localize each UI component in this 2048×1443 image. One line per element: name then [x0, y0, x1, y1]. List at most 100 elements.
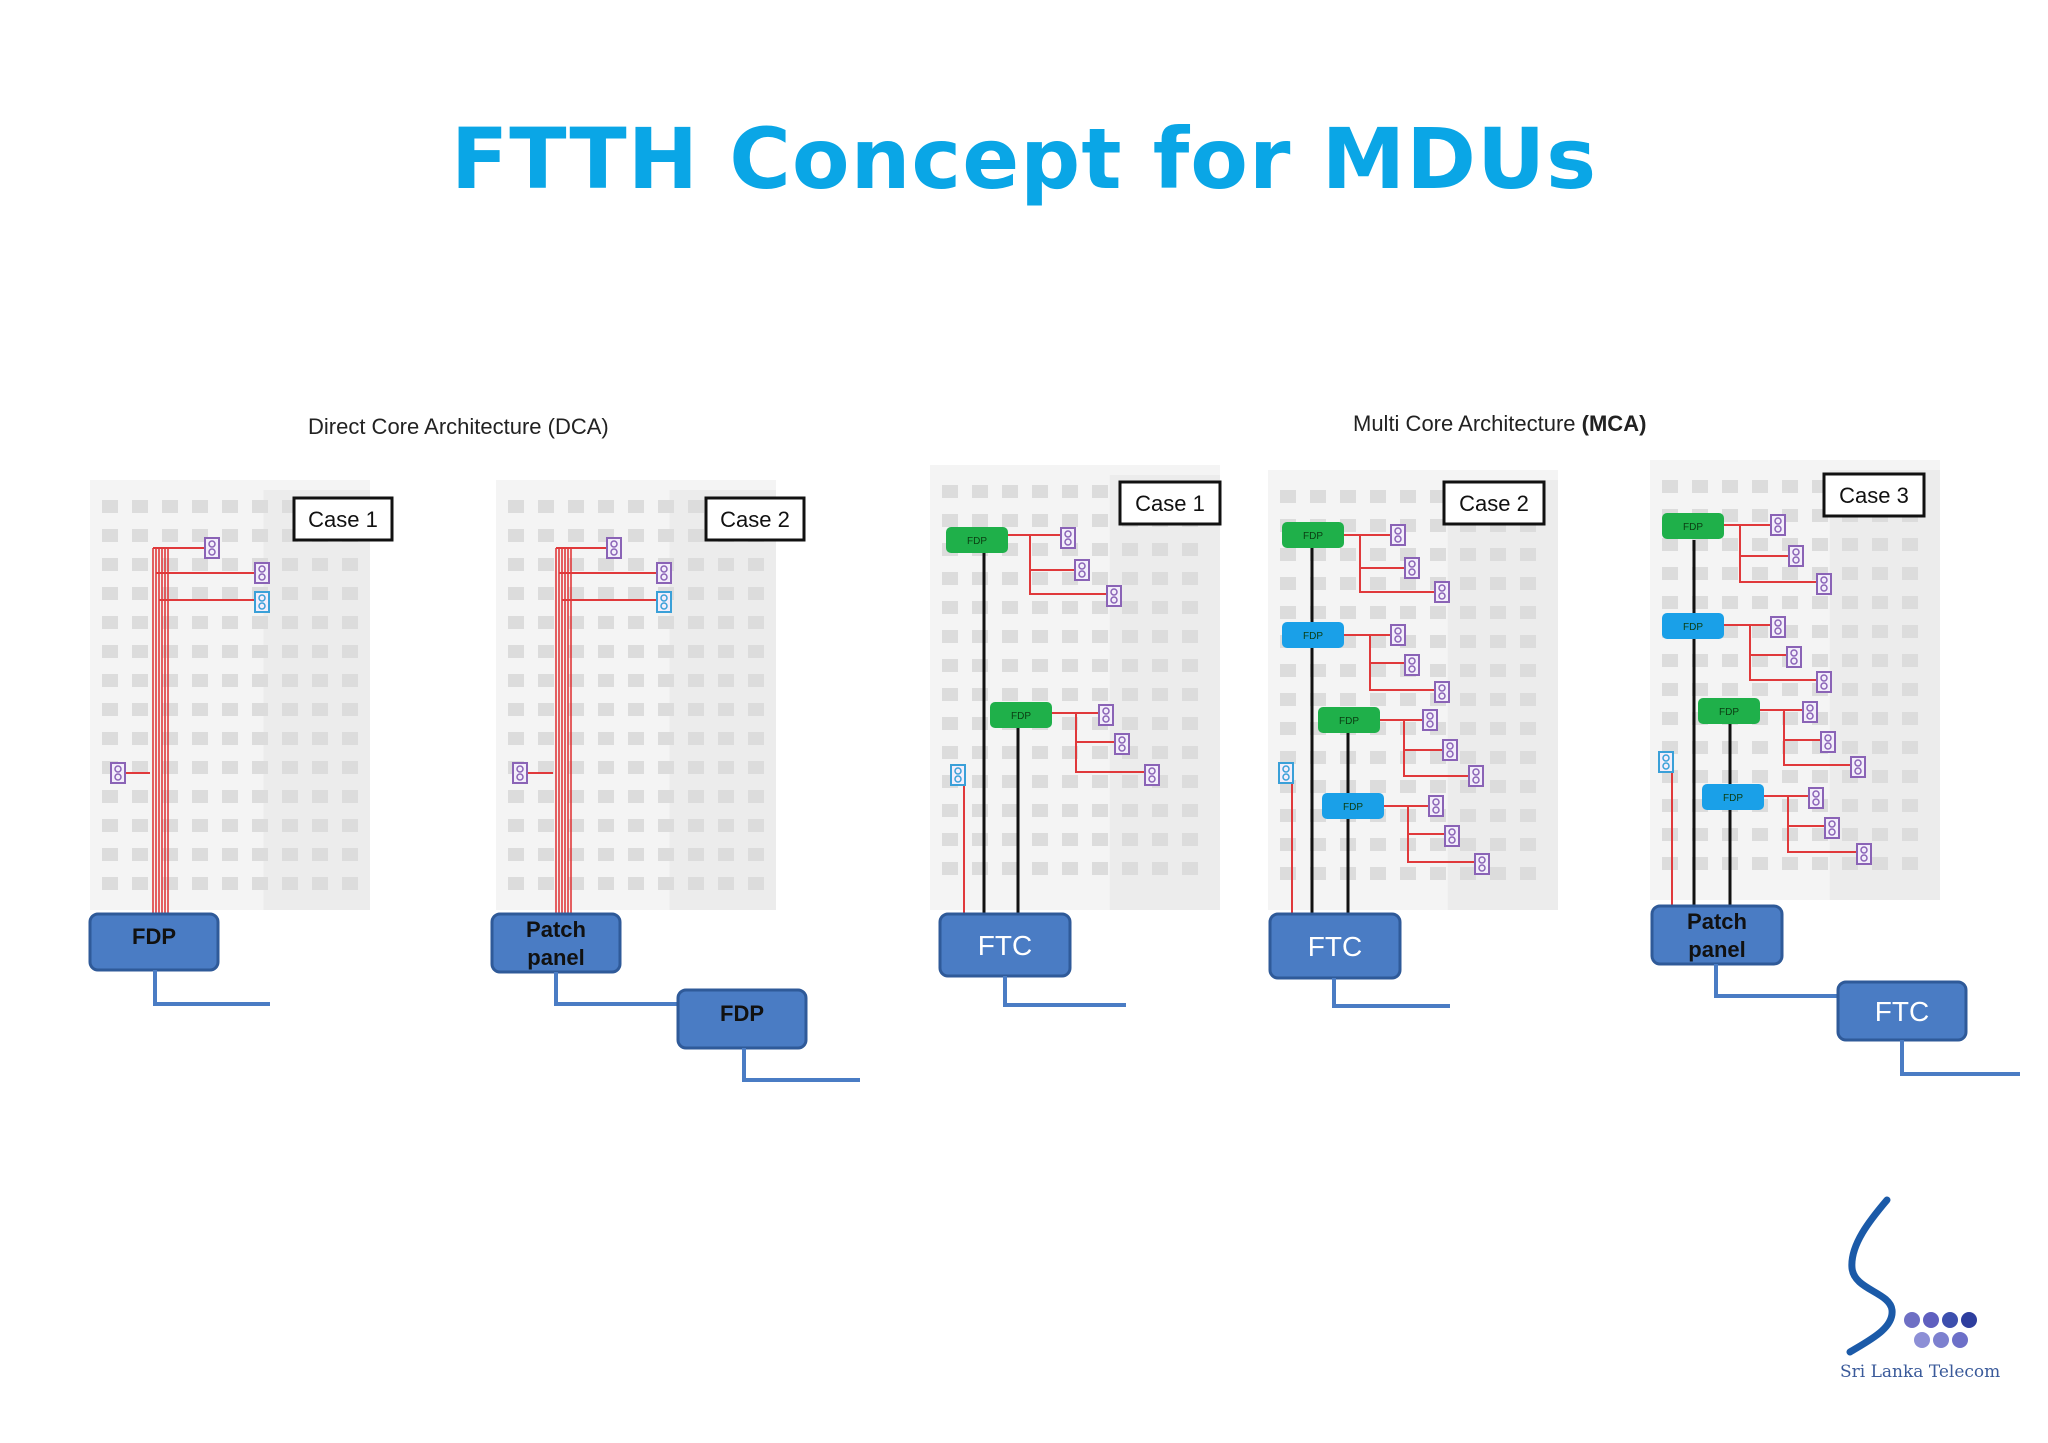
building-window — [718, 761, 734, 774]
building-window — [132, 732, 148, 745]
building-window — [342, 732, 358, 745]
building-window — [508, 529, 524, 542]
building-window — [1280, 490, 1296, 503]
building-window — [538, 500, 554, 513]
fdp-pill-label: FDP — [967, 536, 987, 547]
socket-port — [258, 565, 266, 573]
building-window — [342, 761, 358, 774]
building-window — [192, 558, 208, 571]
building-window — [1902, 741, 1918, 754]
building-window — [658, 674, 674, 687]
building-window — [1062, 833, 1078, 846]
building-window — [718, 616, 734, 629]
mca-section-label: Multi Core Architecture (MCA) — [1353, 411, 1646, 437]
building-window — [1842, 799, 1858, 812]
building-window — [1182, 543, 1198, 556]
socket-port — [1446, 742, 1454, 750]
building-window — [1062, 717, 1078, 730]
building-window — [1032, 485, 1048, 498]
socket-port — [1828, 820, 1836, 828]
building-window — [1520, 809, 1536, 822]
building-window — [718, 819, 734, 832]
building-window — [1872, 770, 1888, 783]
building-window — [282, 645, 298, 658]
building-window — [658, 703, 674, 716]
socket-port — [1438, 684, 1446, 692]
building-window — [1490, 548, 1506, 561]
building-window — [252, 732, 268, 745]
building-window — [1752, 741, 1768, 754]
building-window — [1280, 664, 1296, 677]
socket-port — [1774, 525, 1782, 533]
building-window — [942, 688, 958, 701]
building-window — [1370, 867, 1386, 880]
building-window — [1782, 741, 1798, 754]
building-window — [748, 877, 764, 890]
socket-port — [114, 765, 122, 773]
building-window — [658, 500, 674, 513]
building-window — [942, 804, 958, 817]
fiber-socket — [1444, 825, 1460, 847]
building-window — [1370, 635, 1386, 648]
socket-port — [1426, 712, 1434, 720]
building-window — [282, 761, 298, 774]
socket-port — [1806, 704, 1814, 712]
building-window — [1122, 601, 1138, 614]
building-dca-case1 — [90, 480, 370, 910]
building-window — [598, 790, 614, 803]
building-window — [282, 819, 298, 832]
socket-port — [208, 548, 216, 556]
building-window — [1002, 514, 1018, 527]
building-window — [1662, 567, 1678, 580]
building-window — [1662, 538, 1678, 551]
building-window — [1002, 688, 1018, 701]
building-window — [688, 558, 704, 571]
fdp-pill — [1698, 698, 1760, 724]
building-window — [1902, 828, 1918, 841]
fiber-socket — [1658, 751, 1674, 773]
box-label: panel — [1688, 937, 1745, 962]
building-window — [1280, 867, 1296, 880]
building-window — [1842, 654, 1858, 667]
building-window — [222, 732, 238, 745]
box-label: FDP — [132, 924, 176, 949]
building-window — [102, 732, 118, 745]
building-window — [252, 529, 268, 542]
socket-port — [1820, 576, 1828, 584]
building-window — [342, 877, 358, 890]
socket-port — [1828, 828, 1836, 836]
building-window — [162, 616, 178, 629]
building-window — [312, 877, 328, 890]
building-window — [1310, 838, 1326, 851]
building-window — [568, 703, 584, 716]
building-window — [508, 877, 524, 890]
building-window — [1032, 601, 1048, 614]
building-window — [628, 645, 644, 658]
fdp-pill-label: FDP — [1723, 793, 1743, 804]
building-window — [972, 572, 988, 585]
building-window — [628, 732, 644, 745]
fiber-line — [1407, 834, 1480, 863]
fdp-pill — [1662, 613, 1724, 639]
fiber-socket — [204, 537, 220, 559]
building-window — [568, 529, 584, 542]
building-window — [1782, 828, 1798, 841]
building-window — [538, 558, 554, 571]
building-window — [1692, 480, 1708, 493]
fiber-socket — [254, 562, 270, 584]
socket-port — [1774, 517, 1782, 525]
building-window — [342, 819, 358, 832]
socket-port — [1478, 856, 1486, 864]
building-window — [942, 485, 958, 498]
building-window — [598, 848, 614, 861]
building-window — [1902, 625, 1918, 638]
building-window — [1782, 857, 1798, 870]
building-window — [628, 761, 644, 774]
building-window — [222, 587, 238, 600]
fiber-socket — [1060, 527, 1076, 549]
building-window — [1340, 490, 1356, 503]
building-window — [1872, 799, 1888, 812]
fdp-pill — [1662, 513, 1724, 539]
socket-port — [1078, 562, 1086, 570]
